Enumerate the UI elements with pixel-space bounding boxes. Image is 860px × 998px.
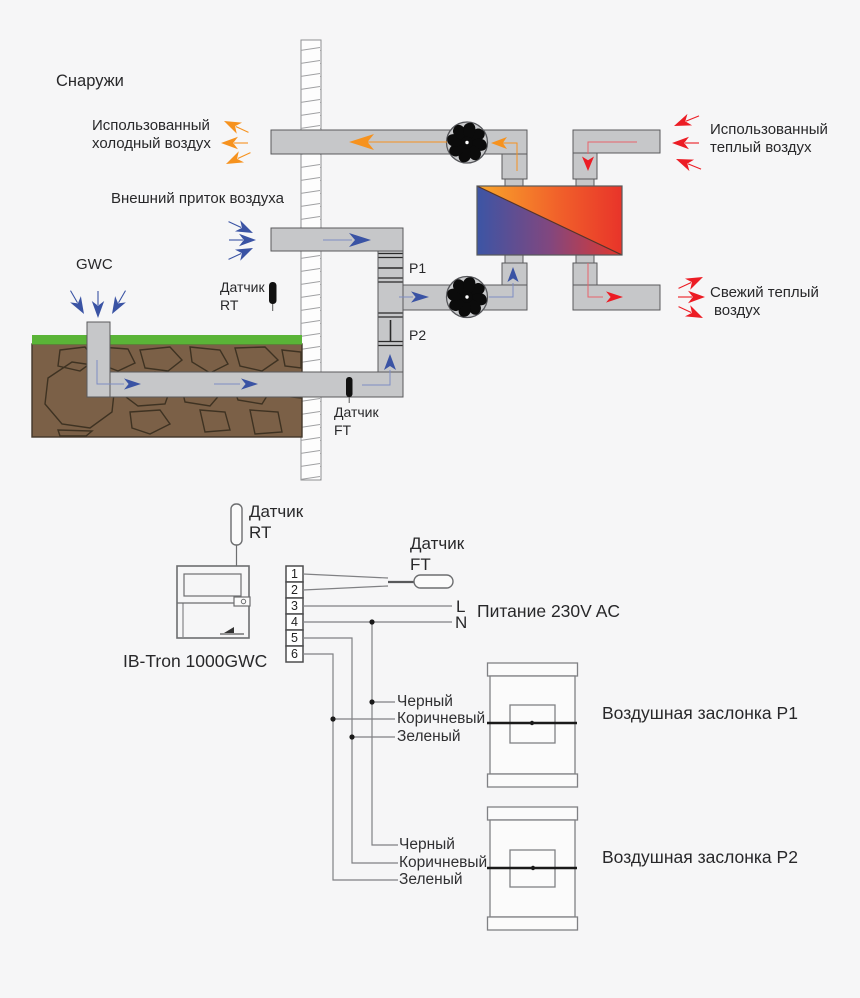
grass-strip: [32, 335, 302, 345]
sensor-ft-line1: Датчик: [334, 404, 379, 420]
damper-p2-marks: [378, 312, 403, 347]
air-damper-p1: [486, 662, 579, 788]
damper-p2-tag: P2: [409, 327, 427, 343]
fresh-warm-air-line1: Свежий теплый: [710, 284, 819, 301]
controller-rt-sensor: [230, 503, 243, 566]
duct-stub: [575, 254, 595, 264]
duct-elbow-top-left: [501, 153, 528, 180]
terminal-1: 1: [291, 567, 298, 581]
duct-elbow-bottom-right: [572, 262, 598, 288]
p2-wire-green-label: Зеленый: [399, 871, 463, 888]
gwc-label: GWC: [76, 256, 113, 273]
duct-stub: [504, 254, 524, 264]
p1-wire-brown-label: Коричневый: [397, 710, 486, 727]
used-warm-air-line1: Использованный: [710, 121, 828, 138]
fresh-warm-air-label: Свежий теплый воздух: [710, 284, 819, 320]
wiring-sensor-rt-label: Датчик RT: [249, 501, 303, 543]
wire-junction-dots: [330, 619, 375, 740]
damper-p1-tag: P1: [409, 260, 427, 276]
outside-label: Снаружи: [56, 72, 124, 90]
terminal-2: 2: [291, 583, 298, 597]
used-cold-air-line2: холодный воздух: [92, 135, 211, 152]
fan-exhaust: [444, 120, 490, 165]
sensor-ft-probe: [346, 377, 353, 403]
sensor-rt-label: Датчик RT: [220, 278, 265, 314]
fresh-warm-air-line2: воздух: [714, 302, 761, 319]
used-warm-air-arrows: [671, 109, 704, 176]
terminal-block: [285, 565, 304, 663]
p1-wire-black-label: Черный: [397, 693, 453, 710]
terminal-3: 3: [291, 599, 298, 613]
external-inflow-label: Внешний приток воздуха: [111, 190, 284, 207]
controller-box: [176, 565, 251, 639]
sensor-rt-line1: Датчик: [220, 279, 265, 295]
flow-arrows: [96, 134, 637, 390]
fresh-warm-air-arrows: [675, 270, 707, 325]
wiring-sensor-ft-line1: Датчик: [410, 534, 465, 553]
used-cold-air-line1: Использованный: [92, 117, 210, 134]
p1-wire-green-label: Зеленый: [397, 728, 461, 745]
sensor-rt-line2: RT: [220, 297, 239, 313]
duct-stub: [504, 178, 524, 187]
ft-sensor-capsule: [413, 574, 454, 589]
wiring-sensor-ft-line2: FT: [410, 555, 431, 574]
terminal-6: 6: [291, 647, 298, 661]
p2-wire-brown-label: Коричневый: [399, 854, 488, 871]
wiring-sensor-ft-label: Датчик FT: [410, 533, 464, 575]
controller-logo: [224, 627, 234, 633]
external-inflow-arrows: [225, 215, 257, 266]
house-wall: [300, 39, 322, 481]
damper-p2-label: Воздушная заслонка P2: [602, 847, 798, 867]
duct-stub: [575, 178, 595, 187]
used-cold-air-label: Использованный холодный воздух: [92, 117, 211, 153]
controller-label: IB-Tron 1000GWC: [123, 651, 268, 671]
heat-exchanger: [476, 185, 623, 256]
fan-supply: [444, 274, 490, 320]
sensor-ft-line2: FT: [334, 422, 352, 438]
duct-gwc-intake: [86, 321, 111, 398]
sensor-rt-probe: [269, 282, 277, 311]
line-l-label: L: [456, 597, 466, 616]
power-label: Питание 230V AC: [477, 601, 621, 621]
gwc-intake-arrows: [64, 286, 132, 319]
sensor-ft-label: Датчик FT: [334, 403, 379, 439]
terminal-4: 4: [291, 615, 298, 629]
ground-stones: [44, 346, 302, 437]
used-cold-air-arrows: [220, 114, 254, 171]
wiring-lines: [302, 573, 454, 881]
wiring-sensor-rt-line1: Датчик: [249, 502, 304, 521]
damper-shafts: [487, 720, 577, 871]
wiring-sensor-rt-line2: RT: [249, 523, 272, 542]
terminal-5: 5: [291, 631, 298, 645]
damper-p1-label: Воздушная заслонка P1: [602, 703, 798, 723]
used-warm-air-line2: теплый воздух: [710, 139, 812, 156]
used-warm-air-label: Использованный теплый воздух: [710, 121, 828, 157]
damper-p1-marks: [378, 252, 403, 283]
p2-wire-black-label: Черный: [399, 836, 455, 853]
line-n-label: N: [455, 613, 468, 632]
